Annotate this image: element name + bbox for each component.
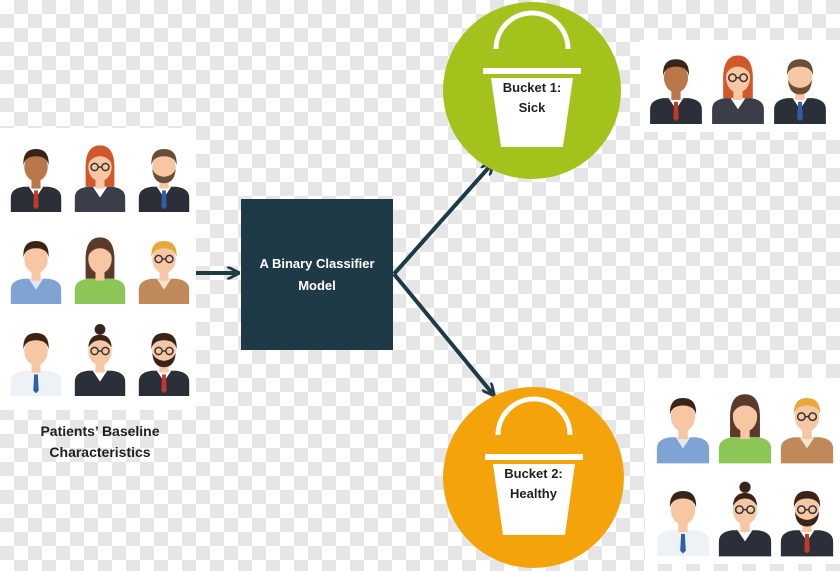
person-avatar-icon — [717, 388, 773, 469]
person-avatar-icon — [710, 50, 766, 129]
person-avatar-icon — [717, 481, 773, 562]
bucket-healthy-line1: Bucket 2: — [504, 466, 563, 481]
bucket-icon — [485, 396, 583, 535]
bucket-healthy-label: Bucket 2: Healthy — [443, 464, 624, 504]
person-avatar-icon — [136, 140, 192, 217]
classifier-line1: A Binary Classifier — [259, 255, 375, 271]
patients-caption: Patients’ Baseline Characteristics — [20, 421, 180, 463]
classifier-line2: Model — [298, 277, 336, 293]
person-avatar-icon — [72, 140, 128, 217]
arrow-model-to-sick — [392, 165, 491, 276]
person-avatar-icon — [8, 232, 64, 309]
bucket-icon — [483, 10, 581, 147]
bucket-healthy-line2: Healthy — [510, 486, 557, 501]
patients-caption-line2: Characteristics — [49, 444, 151, 460]
person-avatar-icon — [655, 481, 711, 562]
patients-caption-line1: Patients’ Baseline — [40, 423, 160, 439]
bucket-sick-label: Bucket 1: Sick — [443, 78, 621, 118]
bucket-healthy-circle: Bucket 2: Healthy — [443, 387, 624, 568]
bucket-sick-circle: Bucket 1: Sick — [443, 2, 621, 179]
person-avatar-icon — [779, 481, 835, 562]
classifier-model-box: A Binary Classifier Model — [241, 199, 393, 350]
bucket-sick-line1: Bucket 1: — [502, 80, 562, 95]
person-avatar-icon — [772, 50, 828, 129]
person-avatar-icon — [8, 140, 64, 217]
person-avatar-icon — [72, 324, 128, 401]
person-avatar-icon — [648, 50, 704, 129]
arrow-model-to-healthy — [392, 272, 492, 393]
bucket-sick-line2: Sick — [518, 100, 546, 115]
person-avatar-icon — [8, 324, 64, 401]
person-avatar-icon — [72, 232, 128, 309]
person-avatar-icon — [136, 232, 192, 309]
person-avatar-icon — [779, 388, 835, 469]
person-avatar-icon — [655, 388, 711, 469]
person-avatar-icon — [136, 324, 192, 401]
